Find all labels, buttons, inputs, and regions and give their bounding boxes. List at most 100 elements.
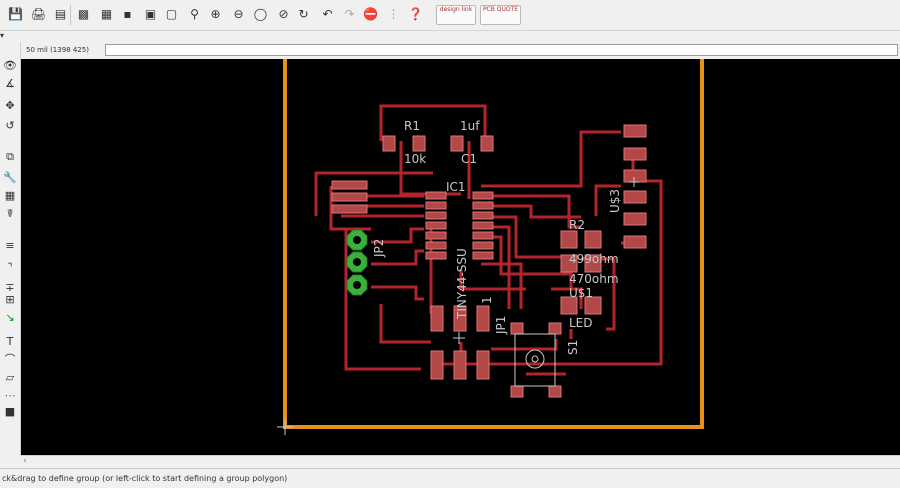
switch-pad: [510, 322, 524, 335]
header-pad: [331, 204, 368, 214]
eye-icon[interactable]: 👁: [3, 58, 17, 72]
ic1-pad: [472, 241, 494, 250]
route-icon[interactable]: ↘: [5, 310, 15, 324]
switch-pad: [510, 385, 524, 398]
u3-pad: [623, 212, 647, 226]
jp1-pad: [476, 305, 490, 332]
go-icon[interactable]: ⋮: [387, 7, 400, 21]
chevron-down-icon[interactable]: ▾: [0, 31, 5, 40]
save-icon[interactable]: 💾: [8, 7, 23, 21]
ic1-pad: [472, 231, 494, 240]
coordinate-display: 50 mil (1398 425): [22, 44, 104, 57]
c1-pad: [450, 135, 464, 152]
s1-name-label: S1: [566, 340, 580, 355]
stop-icon[interactable]: ⛔: [363, 7, 378, 21]
cam-icon[interactable]: ▤: [54, 7, 67, 21]
board-outline: [283, 59, 704, 429]
r1-name-label: R1: [404, 119, 420, 133]
ic1-pad: [425, 191, 447, 200]
help-icon[interactable]: ❓: [408, 7, 423, 21]
jp1-name-label: JP1: [494, 316, 508, 335]
led-resistor-pad: [584, 254, 602, 273]
c1-name-label: C1: [461, 152, 477, 166]
command-input[interactable]: [105, 44, 898, 56]
polarity-marks: [453, 177, 639, 344]
zoom-in-icon[interactable]: ⊕: [210, 7, 221, 21]
led-label: LED: [569, 316, 593, 330]
status-message: ck&drag to define group (or left-click t…: [2, 474, 288, 483]
origin-crosshair: [277, 419, 293, 435]
ripup-icon[interactable]: ☤: [6, 206, 14, 220]
switch-pad: [548, 385, 562, 398]
ulp-icon[interactable]: ▩: [77, 7, 90, 21]
zoom-last-icon[interactable]: ⊘: [278, 7, 289, 21]
c1-pad: [480, 135, 494, 152]
wrench-icon[interactable]: 🔧: [3, 170, 17, 184]
board-canvas[interactable]: R1 10k 1uf C1 IC1 TINY44-SSU JP2 R2 499o…: [21, 59, 900, 455]
ic1-name-label: IC1: [446, 180, 466, 194]
ic1-pad: [472, 221, 494, 230]
ic1-pad: [472, 191, 494, 200]
chevron-left-icon[interactable]: ‹: [23, 456, 27, 466]
command-row: ▾: [0, 31, 900, 42]
schematic-switch-icon[interactable]: ▣: [144, 7, 157, 21]
r2-pad: [584, 230, 602, 249]
r1-value-label: 10k: [404, 152, 426, 166]
ic1-pad: [425, 221, 447, 230]
signal-icon[interactable]: ■: [4, 404, 16, 418]
r1-pad: [412, 135, 426, 152]
r2-value-label: 499ohm: [569, 252, 619, 266]
copy-icon[interactable]: ⧉: [6, 150, 14, 163]
led-pad: [584, 296, 602, 315]
mirror-icon[interactable]: ≡: [5, 238, 15, 252]
rotate-icon[interactable]: ↺: [5, 118, 15, 132]
pcb-quote-button[interactable]: PCB QUOTE: [480, 5, 521, 25]
led-resistor-pad: [560, 254, 578, 273]
optimize-icon[interactable]: ⊞: [5, 292, 15, 306]
design-link-button[interactable]: design link: [436, 5, 476, 25]
u3-pad: [623, 147, 647, 161]
polygon-icon[interactable]: ▱: [5, 370, 15, 384]
header-pad: [331, 180, 368, 190]
u3-pad: [623, 124, 647, 138]
c1-value-label: 1uf: [460, 119, 480, 133]
switch-outline: [514, 333, 556, 387]
board-switch-icon[interactable]: ▢: [165, 7, 178, 21]
horizontal-scrollbar[interactable]: ‹: [21, 455, 900, 469]
move-icon[interactable]: ✥: [5, 98, 15, 112]
ic1-value-label: TINY44-SSU: [455, 248, 469, 320]
redo-icon[interactable]: ↷: [344, 7, 355, 21]
u3-pad: [623, 190, 647, 204]
reg-pad: [476, 350, 490, 380]
ic1-pad: [425, 251, 447, 260]
jp2-pads: [346, 229, 368, 296]
jp1-pin-label: 1: [480, 296, 494, 304]
reg-pad: [453, 350, 467, 380]
zoom-out-icon[interactable]: ⊖: [233, 7, 244, 21]
miter-icon[interactable]: ⌝: [7, 260, 13, 274]
ic1-pad: [425, 211, 447, 220]
redraw-icon[interactable]: ↻: [298, 7, 309, 21]
group-icon[interactable]: ▦: [4, 188, 16, 202]
zoom-fit-icon[interactable]: ⚲: [190, 7, 199, 21]
library-icon[interactable]: ▪: [123, 7, 132, 21]
r1-pad: [382, 135, 396, 152]
script-icon[interactable]: ▦: [100, 7, 113, 21]
u3-pad: [623, 169, 647, 183]
jp1-pad: [430, 305, 444, 332]
via-icon[interactable]: ⋯: [4, 388, 16, 402]
r2-name-label: R2: [569, 218, 585, 232]
layer-settings-icon[interactable]: ∡: [5, 76, 15, 90]
pcb-layout: R1 10k 1uf C1 IC1 TINY44-SSU JP2 R2 499o…: [277, 59, 704, 435]
silkscreen-labels: R1 10k 1uf C1 IC1 TINY44-SSU JP2 R2 499o…: [372, 119, 622, 355]
jp2-name-label: JP2: [372, 239, 386, 258]
undo-icon[interactable]: ↶: [322, 7, 333, 21]
zoom-select-icon[interactable]: ◯: [253, 7, 268, 21]
print-icon[interactable]: 🖨: [30, 7, 47, 21]
text-icon[interactable]: T: [6, 334, 14, 348]
main-toolbar: 💾 🖨 ▤ ▩ ▦ ▪ ▣ ▢ ⚲ ⊕ ⊖ ◯ ⊘ ↻ ↶ ↷ ⛔ ⋮ ❓ de…: [0, 0, 900, 31]
coordinate-bar: 50 mil (1398 425): [20, 42, 900, 59]
split-icon[interactable]: ∓: [5, 280, 15, 294]
u3-pad: [623, 235, 647, 249]
arc-icon[interactable]: ⌒: [4, 353, 16, 366]
